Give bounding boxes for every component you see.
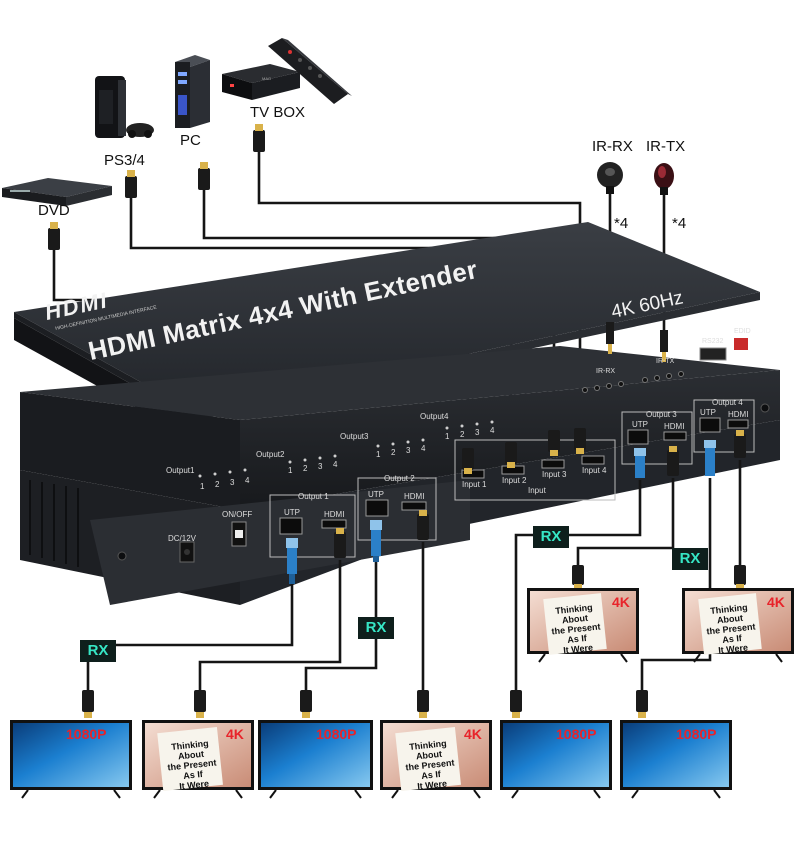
front-output3-n1: 1 [376, 450, 381, 459]
tv-1 [10, 720, 132, 799]
front-output1-n4: 4 [245, 476, 250, 485]
tv-2 [142, 720, 254, 799]
tv2-card-text: Thinking About the Present As If It Were [167, 738, 217, 792]
tv-7 [527, 588, 639, 663]
tv1-resolution: 1080P [66, 726, 107, 742]
dc-label: DC/12V [168, 534, 197, 543]
tv5-resolution: 1080P [556, 726, 597, 742]
output-cables [86, 460, 742, 690]
ir-tx-label: IR-TX [646, 138, 686, 155]
output2-hdmi-label: HDMI [404, 492, 425, 501]
input2-label: Input 2 [502, 476, 527, 485]
front-output4-n2: 2 [460, 430, 465, 439]
front-output3-n3: 3 [406, 446, 411, 455]
input-group-label: Input [528, 486, 546, 495]
cable-out4-utp [640, 478, 712, 690]
rx-badge-3: RX [533, 526, 569, 548]
rx-badge-2: RX [358, 617, 394, 639]
tv4-resolution: 4K [464, 726, 482, 742]
front-output2-n4: 4 [333, 460, 338, 469]
pc-tower-icon [175, 55, 210, 128]
tv-6 [620, 720, 732, 799]
cable-out1-hdmi [198, 560, 342, 690]
tv8-card-text: Thinking About the Present As If It Were [706, 602, 756, 656]
input1-label: Input 1 [462, 480, 487, 489]
source-label-dvd: DVD [38, 202, 70, 219]
cable-out3-utp [514, 480, 642, 690]
ir-rx-label: IR-RX [592, 138, 633, 155]
ir-rx-sensor-icon [597, 162, 623, 194]
front-output1-label: Output1 [166, 466, 195, 475]
tv-4 [380, 720, 492, 799]
input3-label: Input 3 [542, 470, 567, 479]
output4-hdmi-label: HDMI [728, 410, 749, 419]
tv6-resolution: 1080P [676, 726, 717, 742]
front-output2-label: Output2 [256, 450, 285, 459]
tv7-resolution: 4K [612, 594, 630, 610]
tv-5 [500, 720, 612, 799]
source-label-ps: PS3/4 [104, 152, 145, 169]
front-output4-label: Output4 [420, 412, 449, 421]
cable-out1-utp [86, 584, 294, 690]
tv-8 [682, 588, 794, 663]
tv-box-icon: MAG [222, 38, 352, 104]
front-output1-n2: 2 [215, 480, 220, 489]
front-output2-n3: 3 [318, 462, 323, 471]
front-output1-n1: 1 [200, 482, 205, 491]
input-hdmi-plugs [462, 428, 586, 474]
front-output4-n4: 4 [490, 426, 495, 435]
tv7-card-text: Thinking About the Present As If It Were [551, 602, 601, 656]
ir-jacks [606, 322, 668, 362]
output1-utp-label: UTP [284, 508, 300, 517]
cable-out2-utp [304, 560, 378, 690]
output4-utp-label: UTP [700, 408, 716, 417]
input4-label: Input 4 [582, 466, 607, 475]
front-output3-n4: 4 [421, 444, 426, 453]
source-hdmi-plugs [48, 124, 265, 250]
output3-label: Output 3 [646, 410, 677, 419]
ir-tx-emitter-icon [654, 163, 674, 195]
output1-hdmi-label: HDMI [324, 510, 345, 519]
device-edid-label: EDID [734, 328, 751, 335]
ir-tx-count: *4 [672, 215, 687, 232]
device-rs232-label: RS232 [702, 338, 724, 345]
rx-badge-4: RX [672, 548, 708, 570]
output1-label: Output 1 [298, 492, 329, 501]
front-output2-n2: 2 [303, 464, 308, 473]
device-ir-tx-port-label: IR-TX [656, 358, 675, 365]
rx-badge-1: RX [80, 640, 116, 662]
dvd-player-icon [2, 178, 112, 206]
output2-label: Output 2 [384, 474, 415, 483]
front-output1-n3: 3 [230, 478, 235, 487]
output-hdmi-plugs [334, 430, 746, 558]
display-hdmi-plugs [82, 565, 746, 718]
tv4-card-text: Thinking About the Present As If It Were [405, 738, 455, 792]
output4-label: Output 4 [712, 398, 743, 407]
output3-hdmi-label: HDMI [664, 422, 685, 431]
front-output3-n2: 2 [391, 448, 396, 457]
front-output4-n3: 3 [475, 428, 480, 437]
ps3-console-icon [95, 76, 154, 138]
ir-rx-count: *4 [614, 215, 629, 232]
source-label-pc: PC [180, 132, 201, 149]
front-output2-n1: 1 [288, 466, 293, 475]
output3-utp-label: UTP [632, 420, 648, 429]
onoff-label: ON/OFF [222, 510, 253, 519]
output2-utp-label: UTP [368, 490, 384, 499]
utp-connectors [286, 440, 716, 584]
cable-out3-hdmi [576, 478, 675, 565]
device-ir-rx-port-label: IR-RX [596, 368, 616, 375]
tv8-resolution: 4K [767, 594, 785, 610]
tv3-resolution: 1080P [316, 726, 357, 742]
front-output3-label: Output3 [340, 432, 369, 441]
svg-text:MAG: MAG [262, 76, 271, 81]
front-output4-n1: 1 [445, 432, 450, 441]
tv-3 [258, 720, 373, 799]
source-label-tvbox: TV BOX [250, 104, 306, 121]
tv2-resolution: 4K [226, 726, 244, 742]
